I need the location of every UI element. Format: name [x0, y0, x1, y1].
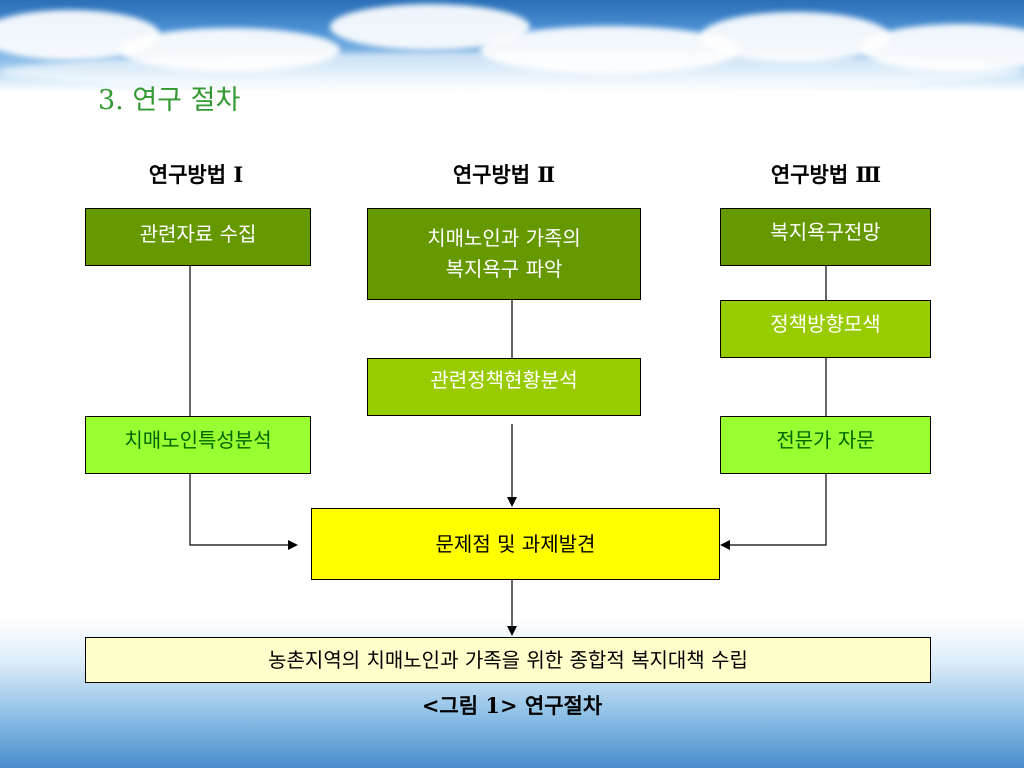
box-dementia-characteristics: 치매노인특성분석 — [85, 416, 311, 474]
cloud-decoration — [0, 52, 1024, 92]
box-collect-materials-label: 관련자료 수집 — [139, 222, 257, 246]
column-header-method-2: 연구방법 Ⅱ — [452, 162, 556, 187]
figure-caption: <그림 1> 연구절차 — [421, 693, 603, 718]
box-policy-status-label: 관련정책현황분석 — [430, 368, 578, 392]
box-welfare-needs: 치매노인과 가족의 복지욕구 파악 — [367, 208, 641, 300]
box-comprehensive-plan-label: 농촌지역의 치매노인과 가족을 위한 종합적 복지대책 수립 — [268, 647, 748, 672]
box-welfare-needs-line1: 치매노인과 가족의 — [427, 226, 581, 250]
box-dementia-characteristics-label: 치매노인특성분석 — [124, 428, 272, 452]
box-comprehensive-plan: 농촌지역의 치매노인과 가족을 위한 종합적 복지대책 수립 — [85, 637, 931, 683]
box-welfare-forecast: 복지욕구전망 — [720, 208, 931, 266]
sky-header-background — [0, 0, 1024, 92]
box-problem-discovery-label: 문제점 및 과제발견 — [435, 531, 596, 556]
box-welfare-needs-line2: 복지욕구 파악 — [445, 257, 563, 281]
box-policy-direction: 정책방향모색 — [720, 300, 931, 358]
box-collect-materials: 관련자료 수집 — [85, 208, 311, 266]
column-header-method-3: 연구방법 Ⅲ — [770, 162, 882, 187]
box-problem-discovery: 문제점 및 과제발견 — [311, 508, 720, 580]
box-expert-consulting: 전문가 자문 — [720, 416, 931, 474]
arrow-col1-to-merge — [189, 474, 298, 550]
slide-title: 3. 연구 절차 — [98, 85, 241, 116]
arrow-col3-to-merge — [720, 474, 827, 550]
box-welfare-forecast-label: 복지욕구전망 — [770, 220, 881, 244]
box-expert-consulting-label: 전문가 자문 — [776, 428, 875, 452]
box-policy-direction-label: 정책방향모색 — [770, 312, 881, 336]
column-header-method-1: 연구방법 Ⅰ — [148, 162, 244, 187]
box-policy-status: 관련정책현황분석 — [367, 358, 641, 416]
